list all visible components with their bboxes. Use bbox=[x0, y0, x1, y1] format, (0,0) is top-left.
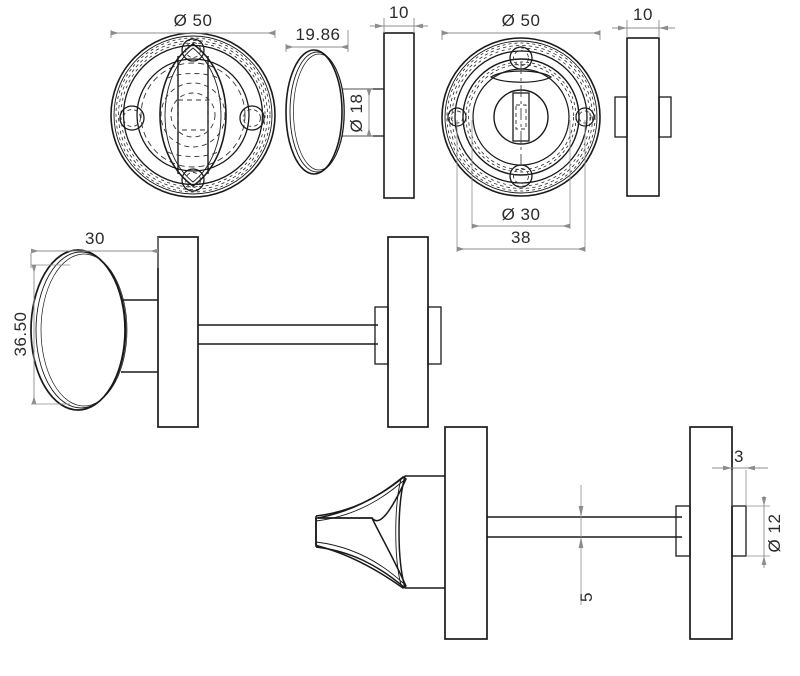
dimension-10-left: 10 bbox=[370, 3, 428, 33]
dimension-label-d1: Ø 50 bbox=[174, 11, 213, 30]
dimension-label-d11: 3 bbox=[734, 447, 744, 466]
rosette-collar-right-side-right bbox=[658, 96, 672, 138]
dimension-diameter-30: Ø 30 bbox=[471, 120, 571, 229]
view-front-rosette-left: Ø 50 bbox=[110, 11, 276, 198]
assembly-lower-collar-near bbox=[675, 505, 691, 557]
view-assembly-lower: 5 3 Ø 12 bbox=[315, 426, 784, 640]
dimension-label-d13: 5 bbox=[577, 592, 596, 602]
dimension-30-assembly: 30 bbox=[30, 229, 159, 268]
rosette-collar-left-side-right bbox=[614, 96, 628, 138]
dimension-3: 3 bbox=[712, 447, 768, 506]
dimension-diameter-50-right: Ø 50 bbox=[441, 11, 601, 40]
dimension-diameter-18: Ø 18 bbox=[343, 88, 373, 137]
rosette-outer-chamfer-right bbox=[444, 40, 598, 194]
dimension-36-50: 36.50 bbox=[11, 264, 70, 405]
dimension-5: 5 bbox=[577, 485, 596, 605]
knurl-band-outer-right bbox=[446, 42, 596, 192]
rosette-outer-chamfer-left bbox=[113, 35, 273, 195]
fixing-hole-left-east bbox=[239, 105, 265, 131]
rosette-outer-circle-right bbox=[441, 37, 601, 197]
dimension-label-d6: 10 bbox=[633, 5, 653, 24]
dimension-label-d4: 10 bbox=[389, 3, 409, 22]
rosette-boss-hidden-left bbox=[140, 62, 246, 168]
assembly-lower-rosette-near bbox=[444, 426, 488, 640]
assembly-knob-edge bbox=[40, 253, 128, 407]
view-assembly-upper: 30 36.50 bbox=[11, 229, 442, 428]
dimension-label-d8: 38 bbox=[511, 228, 531, 247]
dimension-label-d10: 36.50 bbox=[11, 311, 30, 356]
assembly-upper-collar-near bbox=[374, 306, 389, 365]
indicator-arc-right bbox=[489, 70, 553, 83]
dimension-label-d5: Ø 50 bbox=[502, 11, 541, 30]
knob-edge-side bbox=[293, 53, 345, 171]
dimension-diameter-12: Ø 12 bbox=[746, 496, 784, 568]
knob-outline-side bbox=[285, 49, 343, 175]
rosette-band-inner-right bbox=[454, 50, 588, 184]
assembly-lower-collar-far bbox=[731, 505, 747, 557]
dimension-label-d9: 30 bbox=[85, 229, 105, 248]
view-front-rosette-right: Ø 50 Ø 30 38 bbox=[441, 11, 601, 252]
view-side-rosette-right: 10 bbox=[612, 5, 675, 197]
dimension-38: 38 bbox=[456, 120, 586, 252]
dimension-19-86: 19.86 bbox=[285, 25, 349, 52]
rosette-boss-circle-left bbox=[136, 58, 250, 172]
view-side-rosette-left: 10 bbox=[370, 3, 428, 199]
release-slot-hidden-right bbox=[515, 104, 527, 130]
dimension-label-d2: 19.86 bbox=[295, 25, 340, 44]
assembly-lower-flared-turn bbox=[315, 475, 445, 589]
dimension-10-right: 10 bbox=[612, 5, 675, 38]
dimension-label-d3: Ø 18 bbox=[347, 94, 366, 133]
rosette-plate-side-left bbox=[383, 32, 415, 199]
knob-inner-side bbox=[289, 51, 345, 173]
dimension-diameter-50-left: Ø 50 bbox=[110, 11, 276, 38]
rosette-band-inner-left bbox=[122, 44, 264, 186]
dimension-label-d12: Ø 12 bbox=[765, 514, 784, 553]
dimension-label-d7: Ø 30 bbox=[502, 205, 541, 224]
fixing-hole-left-west bbox=[119, 105, 145, 131]
view-side-knob: 19.86 Ø 18 bbox=[285, 25, 384, 175]
hidden-mechanism-left bbox=[160, 73, 226, 157]
assembly-upper-collar-far bbox=[427, 306, 442, 365]
assembly-upper-rosette-near bbox=[157, 236, 199, 428]
knurl-band-outer-left bbox=[115, 37, 271, 193]
thumbturn-knob-left bbox=[159, 38, 227, 192]
